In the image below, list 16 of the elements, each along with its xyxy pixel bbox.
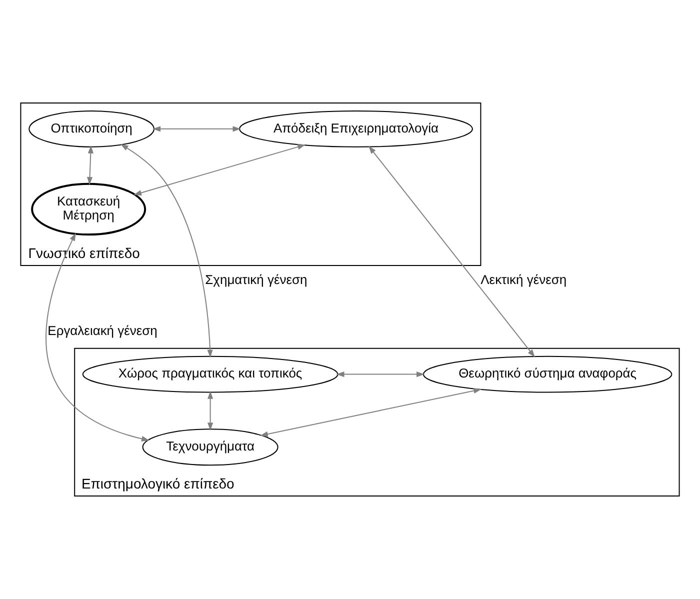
node-ellipse: Κατασκευή Μέτρηση (31, 182, 146, 236)
arrow (120, 144, 213, 358)
arrow (152, 126, 241, 132)
arrow (208, 390, 214, 431)
node-ellipse: Απόδειξη Επιχειρηματολογία (239, 110, 473, 148)
arrow (260, 388, 482, 437)
arrow (46, 232, 150, 442)
arrow (336, 372, 425, 378)
arrow (86, 145, 94, 186)
arrow (133, 144, 306, 196)
edge-label: Σχηματική γένεση (205, 272, 308, 287)
edge-label: Εργαλειακή γένεση (48, 322, 158, 338)
node-ellipse: Οπτικοποίηση (28, 110, 154, 148)
edge-label: Λεκτική γένεση (480, 272, 567, 287)
arrow (368, 146, 536, 358)
node-ellipse: Χώρος πραγματικός και τοπικός (82, 356, 338, 393)
